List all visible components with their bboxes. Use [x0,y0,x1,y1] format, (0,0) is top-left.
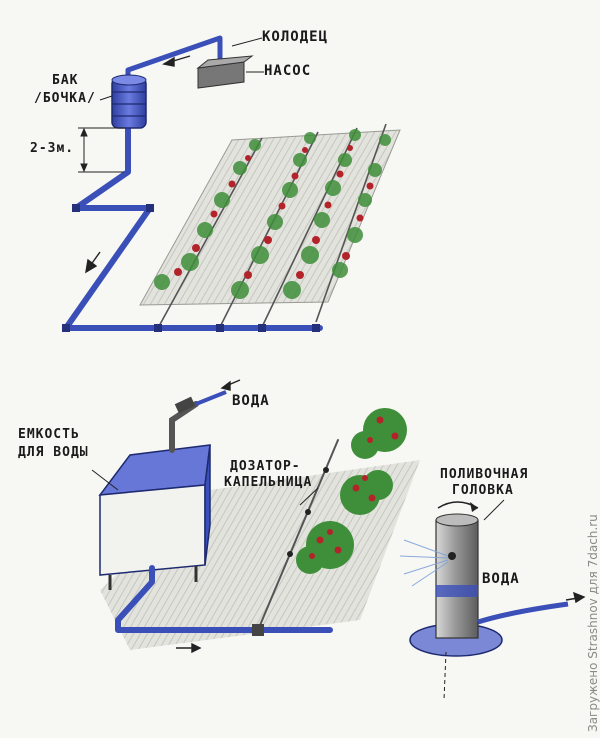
tank-label-line1: БАК [52,73,79,88]
head-leader-line [483,499,505,521]
container-label-line1: ЕМКОСТЬ [18,427,80,442]
pipe-joints-top [62,204,320,332]
feed-arrow [565,591,586,604]
sprinkler-feed-pipe [477,601,569,625]
head-label-line2: ГОЛОВКА [452,483,514,498]
height-marker [78,127,124,173]
well-leader-line [231,37,263,47]
water-container-box [98,444,211,590]
dripper-label-line1: ДОЗАТОР- [230,459,301,474]
dripper-leader-line [299,487,319,506]
container-label-line2: ДЛЯ ВОДЫ [18,445,89,460]
t-joint [252,624,264,636]
well-label: КОЛОДЕЦ [262,29,329,45]
faucet-inlet [169,390,227,453]
water-inlet-label: ВОДА [232,393,270,409]
tank-label-line2: /БОЧКА/ [34,91,96,106]
pump-label: НАСОС [264,63,312,79]
dripper-label-line2: КАПЕЛЬНИЦА [224,475,313,490]
plants-top [154,129,391,299]
watermark-text: Загружено Strashnov для 7dach.ru [586,514,600,732]
ground-bottom [100,460,420,650]
container-leader-line [91,469,119,491]
sprinkler-head [399,501,503,701]
head-label-line1: ПОЛИВОЧНАЯ [440,467,529,482]
water-feed-label: ВОДА [482,571,520,587]
flow-arrows-top [85,55,191,274]
height-label: 2-3м. [30,141,75,156]
pump-box [196,55,254,89]
barrel-tank [111,74,147,129]
shrubs-bottom [296,408,407,574]
flow-arrows-bottom [176,379,241,654]
dripper-points [287,467,329,557]
tank-leader-line [99,95,113,101]
